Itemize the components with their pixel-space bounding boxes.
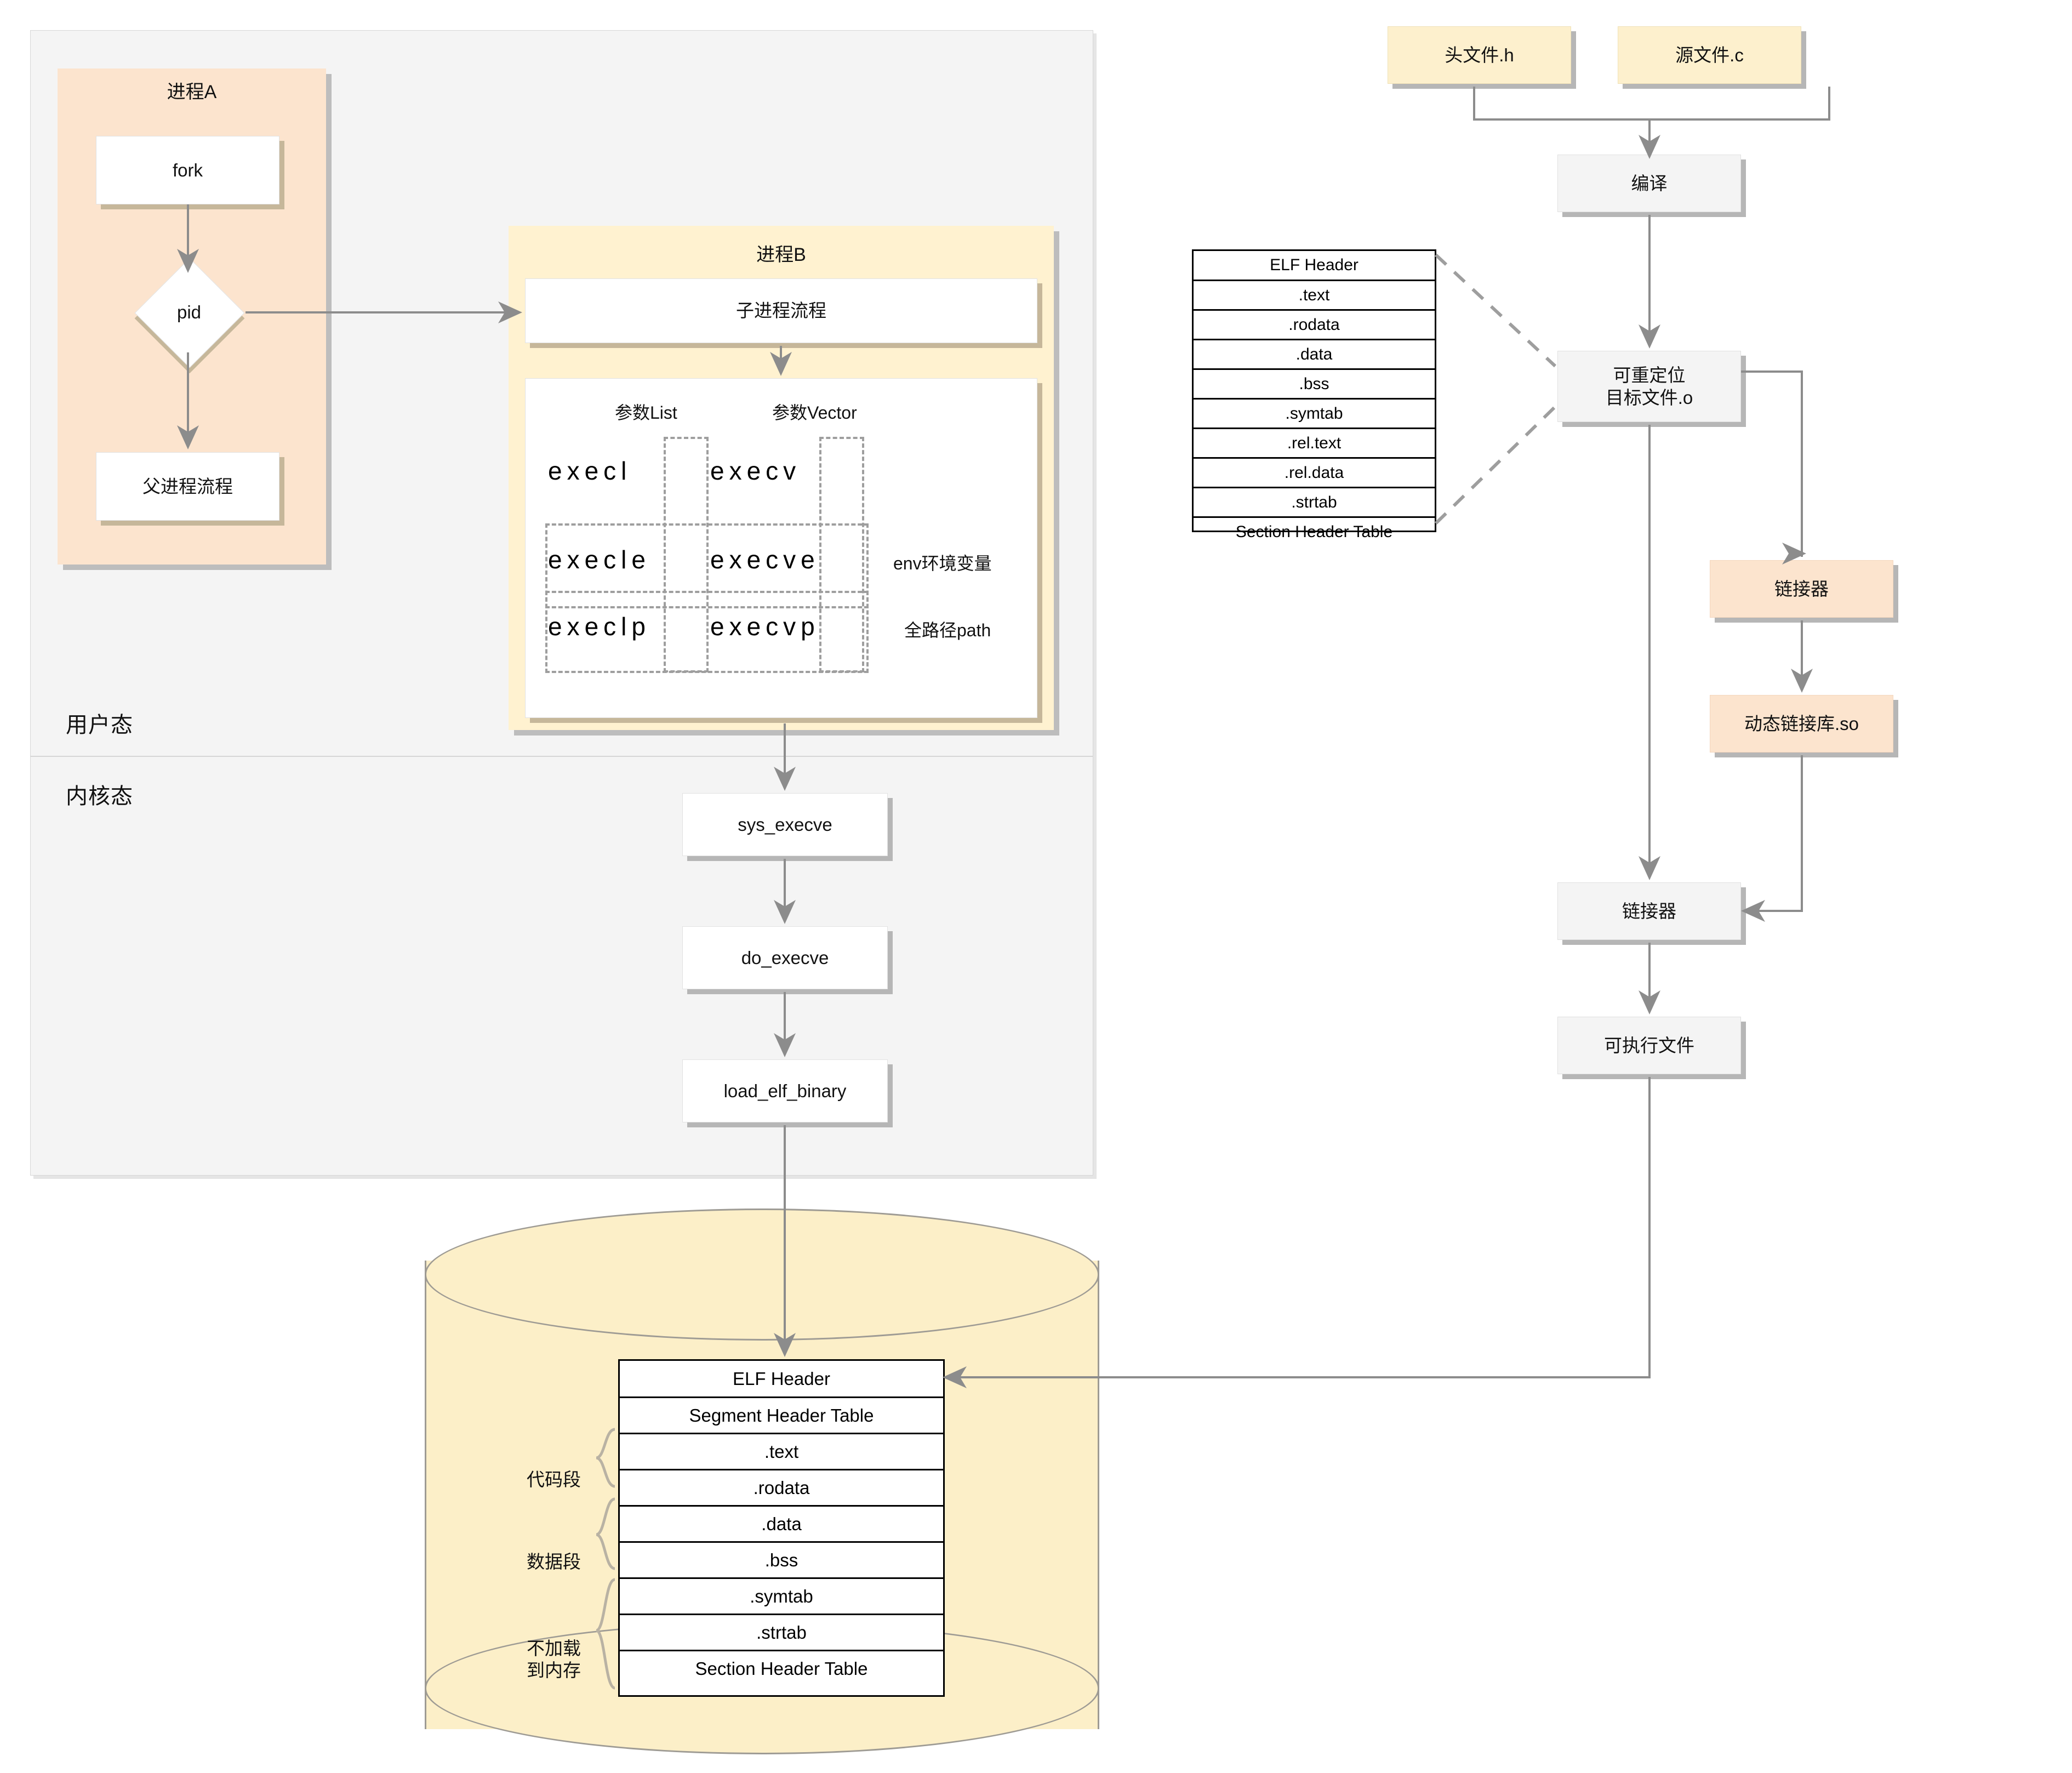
object-file-table: ELF Header .text .rodata .data .bss .sym… [1192, 249, 1436, 541]
exec-execle: execle [548, 545, 650, 574]
table-row: .strtab [620, 1615, 943, 1651]
dashed-table-bottom-to-object [1434, 405, 1557, 525]
process-b-title: 进程B [756, 244, 806, 265]
dashbox-env-row [545, 523, 869, 608]
pid-label: pid [176, 302, 202, 322]
user-mode-label: 用户态 [66, 713, 133, 737]
compile-node[interactable]: 编译 [1557, 155, 1741, 212]
final-linker-node[interactable]: 链接器 [1557, 882, 1741, 940]
relocatable-line-2: 目标文件.o [1605, 387, 1693, 408]
param-vector-label: 参数Vector [772, 403, 857, 423]
table-row: .rel.data [1194, 459, 1435, 488]
table-row: .rel.text [1194, 429, 1435, 459]
table-row: .rodata [620, 1470, 943, 1507]
source-file-node[interactable]: 源文件.c [1618, 26, 1801, 84]
data-segment-label: 数据段 [527, 1552, 581, 1572]
dashed-table-top-to-object [1434, 253, 1557, 368]
table-row: .text [620, 1434, 943, 1470]
table-row: .rodata [1194, 311, 1435, 340]
parent-flow-node[interactable]: 父进程流程 [96, 452, 279, 521]
kernel-mode-lane [30, 756, 1093, 1176]
table-row: .bss [1194, 370, 1435, 400]
dynamic-linker-node[interactable]: 链接器 [1710, 560, 1893, 618]
exec-execl: execl [548, 457, 632, 485]
path-note: 全路径path [904, 620, 991, 640]
env-note: env环境变量 [893, 554, 992, 573]
table-row: ELF Header [1194, 251, 1435, 281]
connector-so-to-linker [1751, 755, 1803, 912]
table-row: .data [620, 1507, 943, 1543]
table-row: Section Header Table [1235, 523, 1393, 541]
connector-sources-merge [1473, 87, 1830, 121]
header-file-node[interactable]: 头文件.h [1388, 26, 1571, 84]
exec-execlp: execlp [548, 612, 650, 641]
exec-execv: execv [710, 457, 801, 485]
table-row: .symtab [1194, 400, 1435, 429]
relocatable-line-1: 可重定位 [1613, 364, 1686, 385]
table-row: .data [1194, 340, 1435, 370]
code-segment-label: 代码段 [527, 1469, 581, 1490]
process-a-title: 进程A [167, 82, 217, 102]
exec-execve: execve [710, 545, 820, 574]
child-flow-node[interactable]: 子进程流程 [525, 278, 1037, 343]
memory-cylinder-top [425, 1208, 1099, 1341]
not-loaded-line-1: 不加载 [527, 1638, 581, 1658]
dashbox-path-row [545, 591, 869, 673]
table-row: Segment Header Table [620, 1398, 943, 1434]
executable-node[interactable]: 可执行文件 [1557, 1017, 1741, 1074]
exec-execvp: execvp [710, 612, 820, 641]
table-row: .symtab [620, 1579, 943, 1615]
table-row: .text [1194, 281, 1435, 311]
sys-execve-node[interactable]: sys_execve [682, 793, 888, 856]
kernel-mode-label: 内核态 [66, 784, 133, 808]
do-execve-node[interactable]: do_execve [682, 926, 888, 989]
relocatable-object-node[interactable]: 可重定位 目标文件.o [1557, 351, 1741, 422]
table-row: ELF Header [620, 1361, 943, 1398]
load-elf-binary-node[interactable]: load_elf_binary [682, 1059, 888, 1122]
table-row: Section Header Table [695, 1658, 868, 1679]
pid-decision[interactable]: pid [134, 258, 245, 368]
exec-functions-panel [525, 378, 1037, 718]
shared-object-node[interactable]: 动态链接库.so [1710, 695, 1893, 752]
not-loaded-line-2: 到内存 [527, 1660, 581, 1680]
fork-node[interactable]: fork [96, 136, 279, 204]
connector-relocatable-branch [1741, 370, 1803, 557]
table-row: .strtab [1194, 488, 1435, 518]
memory-image-table: ELF Header Segment Header Table .text .r… [618, 1359, 945, 1697]
param-list-label: 参数List [615, 403, 677, 423]
not-loaded-label: 不加载 到内存 [482, 1638, 581, 1681]
table-row: .bss [620, 1543, 943, 1579]
